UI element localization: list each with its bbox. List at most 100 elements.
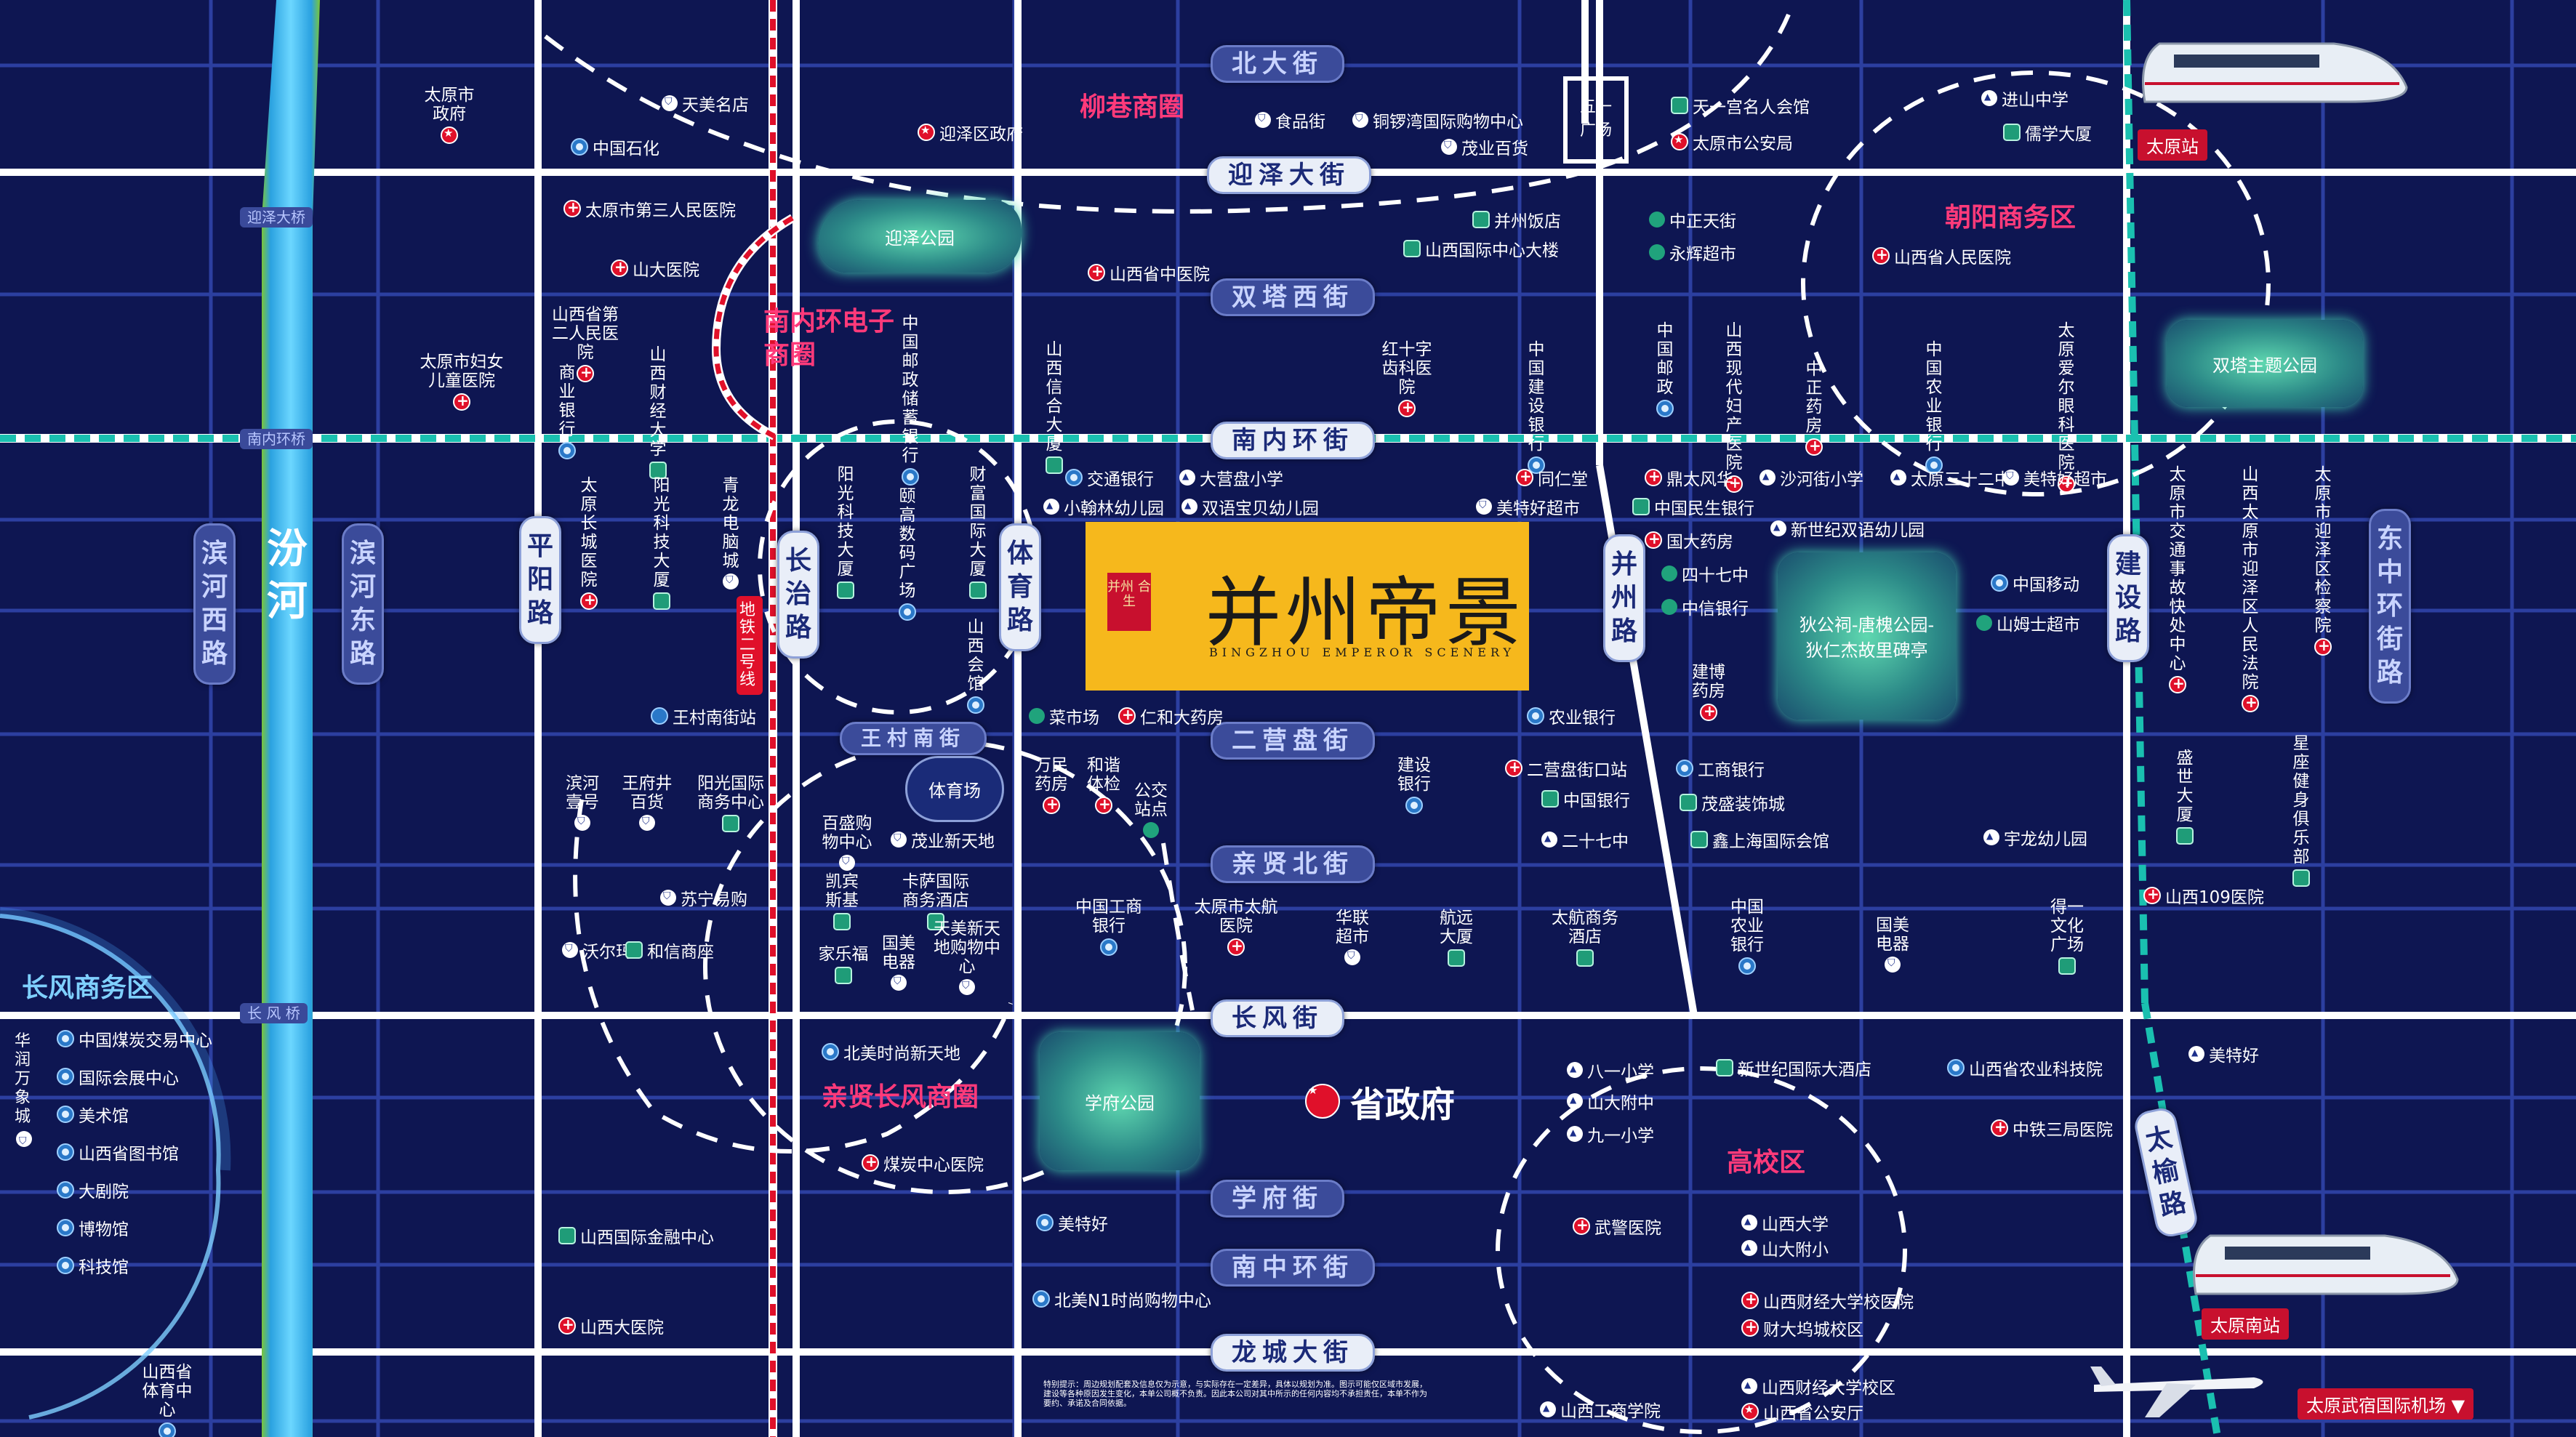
poi-p5[interactable]: 食品街 xyxy=(1255,108,1325,132)
poi-p34[interactable]: 大营盘小学 xyxy=(1179,465,1283,490)
poi-p94[interactable]: 山西109医院 xyxy=(2143,883,2264,908)
poi-p117[interactable]: 山西大医院 xyxy=(558,1313,664,1338)
poi-p30[interactable]: 中正药房 xyxy=(1799,360,1829,456)
poi-p24[interactable]: 永辉超市 xyxy=(1649,240,1736,265)
poi-p20[interactable]: 山西省中医院 xyxy=(1088,260,1210,285)
poi-p45[interactable]: 国大药房 xyxy=(1645,528,1733,552)
poi-p83[interactable]: 家乐福 xyxy=(814,945,872,984)
poi-p121[interactable]: 山西省体育中心 xyxy=(135,1363,200,1437)
poi-p85[interactable]: 天美新天地购物中心 xyxy=(927,919,1007,995)
poi-p72[interactable]: 百盛购物中心 xyxy=(814,814,880,871)
poi-p65[interactable]: 中国银行 xyxy=(1541,786,1630,811)
poi-p12[interactable]: 太原市第三人民医院 xyxy=(563,196,736,221)
poi-p119[interactable]: 山西工商学院 xyxy=(1540,1397,1661,1422)
poi-p118[interactable]: 山西财经大学校区 xyxy=(1741,1374,1895,1398)
poi-p37[interactable]: 同仁堂 xyxy=(1516,465,1588,490)
poi-p87[interactable]: 太原市太航医院 xyxy=(1192,898,1280,956)
poi-p60[interactable]: 仁和大药房 xyxy=(1118,704,1224,728)
poi-p33[interactable]: 交通银行 xyxy=(1065,465,1154,490)
poi-p25[interactable]: 山西省人民医院 xyxy=(1872,243,2011,268)
poi-p86[interactable]: 中国工商银行 xyxy=(1072,898,1145,956)
poi-p74[interactable]: 万民药房 xyxy=(1031,756,1072,814)
poi-p102[interactable]: 八一小学 xyxy=(1567,1058,1654,1082)
poi-p95[interactable]: 太原市交通事故快处中心 xyxy=(2167,465,2188,693)
poi-p39[interactable]: 鼎太风华 xyxy=(1645,465,1733,490)
poi-p109[interactable]: 美特好 xyxy=(1036,1210,1108,1235)
poi-p29[interactable]: 山西现代妇产医院 xyxy=(1720,321,1749,493)
poi-p57[interactable]: 山西会馆 xyxy=(961,618,990,714)
poi-p56[interactable]: 财富国际大厦 xyxy=(963,465,992,599)
poi-p10[interactable]: 进山中学 xyxy=(1981,86,2069,110)
poi-p115[interactable]: 财大坞城校区 xyxy=(1741,1316,1863,1340)
poi-p64[interactable]: 二营盘街口站 xyxy=(1505,756,1627,781)
poi-p89[interactable]: 航远大厦 xyxy=(1436,909,1477,967)
poi-p99[interactable]: 星座健身俱乐部 xyxy=(2290,734,2312,887)
poi-p17[interactable]: 山西财经大学 xyxy=(643,345,673,479)
poi-p32[interactable]: 太原爱尔眼科医院 xyxy=(2052,321,2081,493)
poi-p92[interactable]: 国美电器 xyxy=(1872,916,1913,973)
poi-p52[interactable]: 阳光科技大厦 xyxy=(647,476,676,610)
poi-p100[interactable]: 北美时尚新天地 xyxy=(822,1039,960,1064)
poi-p40[interactable]: 沙河街小学 xyxy=(1760,465,1863,490)
poi-p43[interactable]: 中国民生银行 xyxy=(1632,494,1754,519)
poi-p69[interactable]: 滨河壹号 xyxy=(562,774,603,831)
poi-p93[interactable]: 得一文化广场 xyxy=(2047,898,2087,975)
poi-p54[interactable]: 阳光科技大厦 xyxy=(831,465,860,599)
poi-p46[interactable]: 四十七中 xyxy=(1661,561,1749,586)
poi-p101[interactable]: 煤炭中心医院 xyxy=(862,1151,984,1175)
poi-p62[interactable]: 工商银行 xyxy=(1676,756,1765,781)
poi-p49[interactable]: 山姆士超市 xyxy=(1976,611,2080,635)
poi-p50[interactable]: 建博药房 xyxy=(1687,663,1730,721)
station-taiyuan-south[interactable]: 太原南站 xyxy=(2202,1308,2289,1340)
poi-p107[interactable]: 中铁三局医院 xyxy=(1991,1116,2113,1140)
poi-p105[interactable]: 新世纪国际大酒店 xyxy=(1716,1055,1871,1080)
poi-p88[interactable]: 华联超市 xyxy=(1332,909,1373,965)
poi-p63[interactable]: 茂盛装饰城 xyxy=(1680,790,1785,815)
poi-p116[interactable]: 北美N1时尚购物中心 xyxy=(1032,1287,1211,1311)
poi-p81[interactable]: 沃尔玛 xyxy=(562,938,633,962)
poi-p112[interactable]: 山西大学 xyxy=(1741,1210,1829,1235)
poi-p73[interactable]: 茂业新天地 xyxy=(891,827,995,852)
poi-p66[interactable]: 二十七中 xyxy=(1541,827,1629,852)
poi-p3[interactable]: 中国石化 xyxy=(571,134,659,159)
poi-p44[interactable]: 新世纪双语幼儿园 xyxy=(1770,516,1925,541)
poi-p2[interactable]: 天美名店 xyxy=(662,91,749,116)
poi-p114[interactable]: 山西财经大学校医院 xyxy=(1741,1288,1914,1313)
poi-p82[interactable]: 和信商座 xyxy=(625,938,714,962)
poi-p8[interactable]: 天一宫名人会馆 xyxy=(1671,93,1810,118)
poi-p108[interactable]: 美特好 xyxy=(2188,1042,2259,1066)
poi-p96[interactable]: 山西太原市迎泽区人民法院 xyxy=(2239,465,2261,712)
poi-p55[interactable]: 颐高数码广场 xyxy=(893,487,922,621)
poi-p13[interactable]: 山大医院 xyxy=(611,256,699,281)
poi-p11[interactable]: 儒学大厦 xyxy=(2003,120,2092,145)
poi-p103[interactable]: 山大附中 xyxy=(1567,1089,1654,1114)
poi-p98[interactable]: 盛世大厦 xyxy=(2174,749,2196,845)
poi-p27[interactable]: 中国建设银行 xyxy=(1522,340,1551,474)
poi-p91[interactable]: 中国农业银行 xyxy=(1727,898,1768,975)
poi-p90[interactable]: 太航商务酒店 xyxy=(1545,909,1625,967)
poi-p23[interactable]: 中正天街 xyxy=(1649,207,1736,232)
poi-p16[interactable]: 商业银行 xyxy=(553,363,582,459)
poi-p59[interactable]: 菜市场 xyxy=(1029,704,1099,728)
poi-p104[interactable]: 九一小学 xyxy=(1567,1122,1654,1146)
poi-p110[interactable]: 山西国际金融中心 xyxy=(558,1223,714,1248)
poi-p97[interactable]: 太原市迎泽区检察院 xyxy=(2312,465,2334,656)
poi-p41[interactable]: 太原三十二中 xyxy=(1890,465,2011,490)
poi-p67[interactable]: 鑫上海国际会馆 xyxy=(1690,827,1829,852)
poi-p75[interactable]: 和谐体检 xyxy=(1083,756,1124,814)
poi-p22[interactable]: 山西国际中心大楼 xyxy=(1403,236,1559,261)
poi-p15[interactable]: 太原市妇女儿童医院 xyxy=(418,353,505,411)
poi-p31[interactable]: 中国农业银行 xyxy=(1919,340,1949,474)
poi-p7[interactable]: 茂业百货 xyxy=(1441,134,1528,159)
station-airport[interactable]: 太原武宿国际机场 ▼ xyxy=(2298,1388,2474,1420)
poi-p28[interactable]: 中国邮政 xyxy=(1650,321,1680,417)
poi-p58[interactable]: 王村南街站 xyxy=(651,704,756,728)
poi-p51[interactable]: 太原长城医院 xyxy=(574,476,603,610)
station-taiyuan[interactable]: 太原站 xyxy=(2138,129,2207,161)
poi-p106[interactable]: 山西省农业科技院 xyxy=(1947,1055,2103,1080)
poi-p21[interactable]: 并州饭店 xyxy=(1472,207,1561,232)
poi-p68[interactable]: 宇龙幼儿园 xyxy=(1983,825,2087,850)
poi-p42[interactable]: 美特好超市 xyxy=(2003,465,2107,490)
poi-p18[interactable]: 中国邮政储蓄银行 xyxy=(896,314,925,486)
poi-p120[interactable]: 山西省公安厅 xyxy=(1741,1399,1863,1424)
